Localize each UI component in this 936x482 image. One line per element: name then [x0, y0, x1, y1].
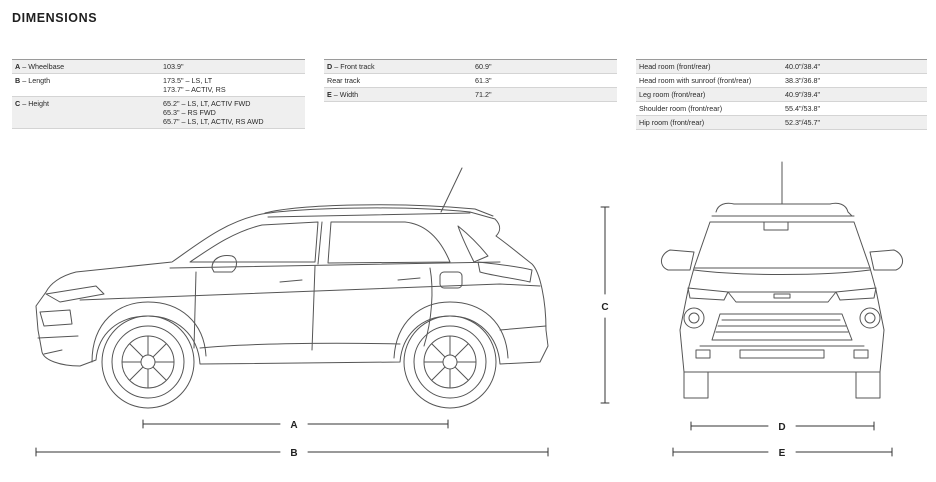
table-row: A – Wheelbase 103.9" [12, 59, 305, 74]
spec-value: 40.0"/38.4" [782, 59, 927, 74]
spec-label: Leg room (front/rear) [636, 87, 782, 102]
track-width-table: D – Front track 60.9" Rear track 61.3" E… [324, 59, 617, 102]
spec-value: 103.9" [160, 59, 305, 74]
spec-value: 38.3"/36.8" [782, 73, 927, 88]
spec-value: 60.9" [472, 59, 617, 74]
page-title: DIMENSIONS [12, 11, 98, 25]
spec-value: 61.3" [472, 73, 617, 88]
dimension-label-a: A [290, 420, 297, 431]
spec-value: 71.2" [472, 87, 617, 102]
spec-label: E – Width [324, 87, 472, 102]
exterior-dimensions-table: A – Wheelbase 103.9" B – Length 173.5" –… [12, 59, 305, 129]
table-row: E – Width 71.2" [324, 87, 617, 102]
spec-label: Head room (front/rear) [636, 59, 782, 74]
spec-value: 40.9"/39.4" [782, 87, 927, 102]
side-view-vehicle-illustration [35, 167, 549, 409]
table-row: Leg room (front/rear) 40.9"/39.4" [636, 87, 927, 102]
table-row: D – Front track 60.9" [324, 59, 617, 74]
spec-label: Hip room (front/rear) [636, 115, 782, 130]
spec-label: C – Height [12, 96, 160, 129]
interior-dimensions-table: Head room (front/rear) 40.0"/38.4" Head … [636, 59, 927, 130]
dimension-lines [35, 206, 893, 457]
spec-value: 52.3"/45.7" [782, 115, 927, 130]
spec-label: D – Front track [324, 59, 472, 74]
dimension-label-e: E [779, 448, 786, 459]
table-row: Hip room (front/rear) 52.3"/45.7" [636, 115, 927, 130]
dimension-label-d: D [778, 422, 785, 433]
table-row: Shoulder room (front/rear) 55.4"/53.8" [636, 101, 927, 116]
spec-label: Head room with sunroof (front/rear) [636, 73, 782, 88]
spec-label: Shoulder room (front/rear) [636, 101, 782, 116]
table-row: Head room (front/rear) 40.0"/38.4" [636, 59, 927, 74]
dimension-label-c: C [601, 302, 608, 313]
spec-label: B – Length [12, 73, 160, 97]
table-row: Rear track 61.3" [324, 73, 617, 88]
spec-label: Rear track [324, 73, 472, 88]
spec-label: A – Wheelbase [12, 59, 160, 74]
spec-value: 55.4"/53.8" [782, 101, 927, 116]
table-row: Head room with sunroof (front/rear) 38.3… [636, 73, 927, 88]
dimension-label-b: B [290, 448, 297, 459]
front-view-vehicle-illustration [661, 161, 903, 399]
